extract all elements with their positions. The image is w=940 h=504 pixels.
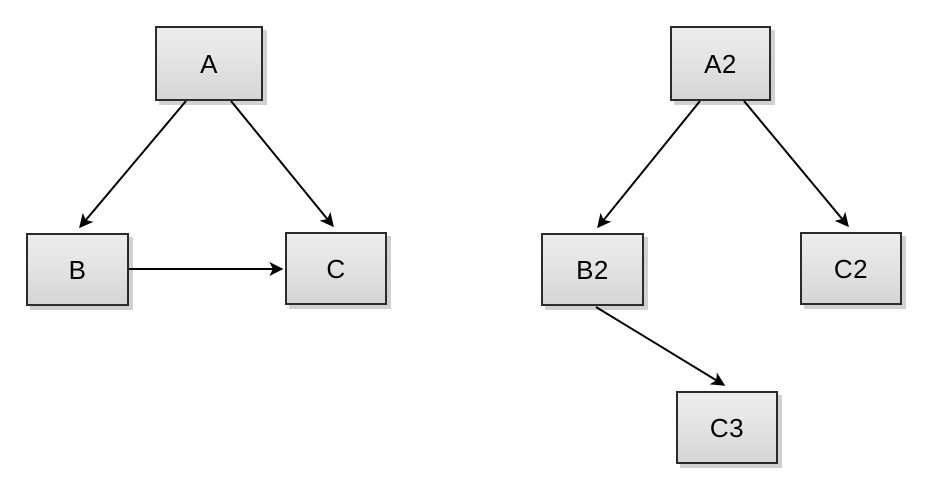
node-b[interactable]: B: [26, 233, 129, 306]
node-c[interactable]: C: [285, 232, 387, 305]
node-a2-label: A2: [704, 48, 737, 79]
edge-B2-to-C3: [595, 306, 726, 386]
edge-A-to-B: [79, 100, 187, 229]
edge-A-to-C: [230, 100, 334, 228]
edge-A2-to-C2: [743, 100, 849, 228]
node-a2[interactable]: A2: [670, 26, 771, 101]
node-c3[interactable]: C3: [676, 391, 778, 464]
node-b2-label: B2: [576, 254, 609, 285]
node-b-label: B: [68, 254, 87, 285]
node-c-label: C: [326, 253, 346, 284]
node-b2[interactable]: B2: [541, 233, 644, 306]
edge-A2-to-B2: [597, 100, 701, 229]
node-c2-label: C2: [833, 253, 869, 284]
node-c2[interactable]: C2: [800, 232, 902, 305]
node-a-label: A: [200, 48, 218, 79]
node-a[interactable]: A: [155, 26, 263, 101]
node-c3-label: C3: [709, 412, 745, 443]
